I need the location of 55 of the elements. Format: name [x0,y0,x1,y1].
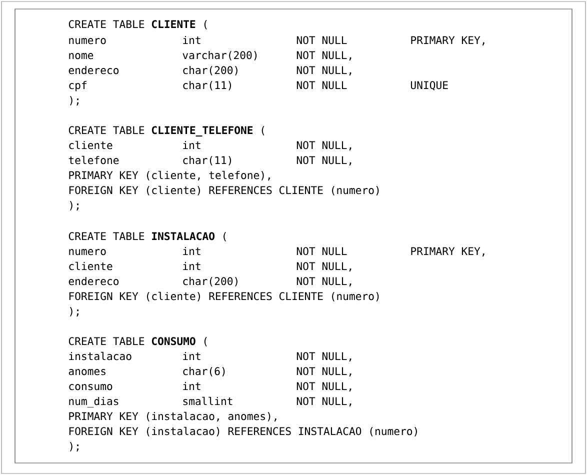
code-text: num_dias [69,396,118,408]
code-text: int [183,352,200,360]
code-text: char(11) [183,156,232,166]
code-text: CREATE TABLE CLIENTE_TELEFONE ( [68,126,264,136]
code-text: ); [70,442,78,452]
code-text: ); [70,306,78,316]
code-text: CREATE TABLE CONSUMO ( [68,336,207,346]
code-text: NOT NULL, [296,156,352,166]
code-text: numero [69,38,106,44]
code-text: NOT NULL, [296,262,352,272]
code-text: FOREIGN KEY (cliente) REFERENCES CLIENTE (numero) [69,186,379,196]
code-text: cliente [69,262,112,270]
code-text: NOT NULL [296,247,347,256]
code-text: endereco [68,276,119,286]
code-text: anomes [68,369,106,376]
code-text: telefone [68,156,119,164]
code-text: int [183,262,200,270]
code-text: int [183,140,200,149]
code-text: UNIQUE [410,81,448,90]
code-text: NOT NULL, [296,397,352,406]
code-text: smallint [183,396,232,406]
code-text: PRIMARY KEY (instalacao, anomes), [69,412,276,422]
code-text: ); [70,200,78,210]
code-text: int [183,246,200,255]
code-text: cpf [69,80,86,92]
code-text: char(6) [183,366,225,376]
code-text: FOREIGN KEY (instalacao) REFERENCES INSTALACAO (numero) [69,426,417,436]
code-text: char(11) [183,80,232,90]
code-text: NOT NULL, [296,66,352,76]
code-text: NOT NULL, [296,382,352,392]
code-text: NOT NULL, [296,51,352,60]
code-text: endereco [68,66,119,74]
code-text: consumo [69,384,112,390]
code-text: nome [69,53,94,60]
code-text: PRIMARY KEY, [411,247,484,256]
code-text: NOT NULL [296,81,347,90]
code-text: FOREIGN KEY (cliente) REFERENCES CLIENTE (numero) [69,292,379,302]
code-text: cliente [69,140,112,150]
code-text: varchar(200) [182,50,257,60]
code-text: NOT NULL, [296,277,352,286]
code-text: int [183,382,200,390]
code-text: int [183,36,200,44]
code-text: NOT NULL, [296,367,352,376]
code-text: CREATE TABLE INSTALACAO ( [68,232,226,242]
code-text: char(200) [183,276,238,286]
code-text: instalacao [69,352,132,360]
code-text: numero [69,249,106,256]
code-text: NOT NULL, [296,352,352,362]
code-text: PRIMARY KEY, [411,36,484,46]
code-text: ); [70,96,78,106]
code-text: NOT NULL, [296,141,352,150]
code-text: char(200) [183,66,238,76]
code-text: PRIMARY KEY (cliente, telefone), [69,170,270,180]
code-text: CREATE TABLE CLIENTE ( [68,20,207,30]
code-text: NOT NULL [296,36,347,44]
